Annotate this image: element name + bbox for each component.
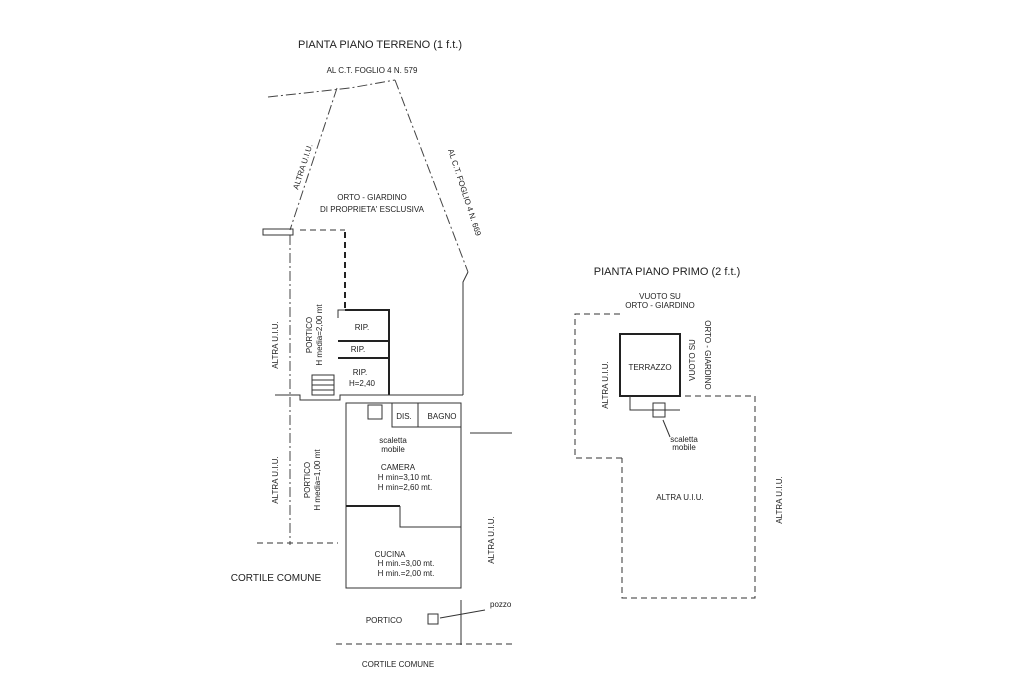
cortile-bottom-label: CORTILE COMUNE (362, 660, 434, 669)
cucina-height-2: H min.=2,00 mt. (378, 569, 435, 578)
void-top-label: VUOTO SU (639, 292, 681, 301)
dis-label: DIS. (396, 412, 412, 421)
rip-1-label: RIP. (355, 323, 370, 332)
portico-mid-height: H media=1,00 mt (313, 449, 322, 511)
wall (262, 228, 294, 236)
ground-floor-plan: PIANTA PIANO TERRENO (1 f.t.) AL C.T. FO… (231, 39, 515, 669)
garden-owner-label: DI PROPRIETA' ESCLUSIVA (320, 205, 425, 214)
wall (399, 506, 461, 528)
first-floor-title: PIANTA PIANO PRIMO (2 f.t.) (594, 266, 741, 278)
other-unit-outline (574, 313, 622, 459)
scaletta-label: scaletta (379, 436, 407, 445)
left-other-label: ALTRA U.I.U. (291, 143, 314, 191)
leader-line (662, 419, 671, 438)
terrace-outline (619, 333, 681, 397)
boundary-line (289, 87, 338, 231)
portico-bottom-label: PORTICO (366, 616, 402, 625)
terrazzo-label: TERRAZZO (628, 363, 671, 372)
top-parcel-label: AL C.T. FOGLIO 4 N. 579 (327, 66, 418, 75)
scaletta-label-2: mobile (672, 443, 696, 452)
mobile-ladder (367, 404, 383, 420)
wall (337, 309, 345, 318)
portico-top-label: PORTICO (305, 317, 314, 353)
wall (345, 309, 390, 395)
left-other-label-2: ALTRA U.I.U. (271, 321, 280, 368)
right-other-label: ALTRA U.I.U. (775, 476, 784, 523)
portico-top-height: H media=2,00 mt (315, 304, 324, 366)
void-top-label-2: ORTO - GIARDINO (625, 301, 695, 310)
wall (275, 394, 463, 401)
well (427, 613, 439, 625)
left-other-label: ALTRA U.I.U. (601, 361, 610, 408)
scaletta-label: scaletta (670, 435, 698, 444)
rip-3-label: RIP. (353, 368, 368, 377)
bathroom-outline (391, 402, 462, 428)
right-parcel-label: AL C.T. FOGLIO 4 N. 669 (446, 148, 483, 238)
cucina-height-1: H min.=3,00 mt. (378, 559, 435, 568)
rip-2-label: RIP. (351, 345, 366, 354)
cucina-label: CUCINA (375, 550, 406, 559)
right-other-label: ALTRA U.I.U. (487, 516, 496, 563)
bagno-label: BAGNO (428, 412, 457, 421)
portico-mid-label: PORTICO (303, 462, 312, 498)
void-right-label-2: ORTO - GIARDINO (703, 320, 712, 390)
other-unit-outline (621, 395, 756, 599)
boundary-line (462, 271, 469, 395)
cortile-left-label: CORTILE COMUNE (231, 573, 322, 584)
boundary-line (267, 79, 396, 98)
garden-label: ORTO - GIARDINO (337, 193, 407, 202)
pozzo-label: pozzo (490, 600, 512, 609)
wall (629, 396, 680, 411)
mobile-ladder (652, 402, 666, 418)
leader-line (439, 609, 486, 619)
camera-label: CAMERA (381, 463, 416, 472)
left-other-label-3: ALTRA U.I.U. (271, 456, 280, 503)
boundary-line (394, 79, 469, 273)
first-floor-plan: PIANTA PIANO PRIMO (2 f.t.) VUOTO SU ORT… (574, 266, 784, 599)
void-right-label: VUOTO SU (688, 339, 697, 381)
center-other-label: ALTRA U.I.U. (656, 493, 703, 502)
ground-floor-title: PIANTA PIANO TERRENO (1 f.t.) (298, 39, 462, 51)
camera-height-2: H min=2,60 mt. (378, 483, 432, 492)
rip-3-height: H=2,40 (349, 379, 376, 388)
scaletta-label-2: mobile (381, 445, 405, 454)
camera-height-1: H min=3,10 mt. (378, 473, 432, 482)
